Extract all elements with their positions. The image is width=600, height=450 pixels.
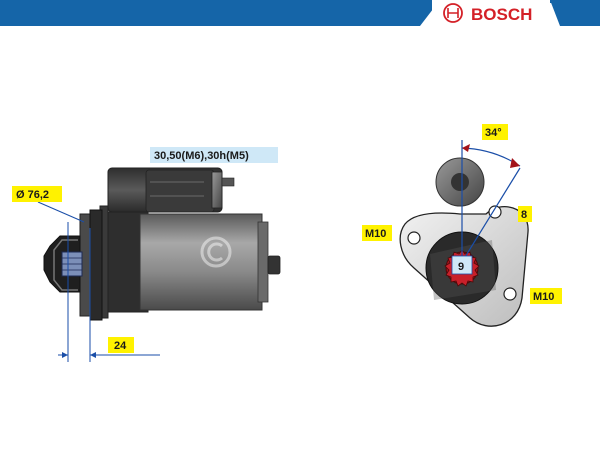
svg-text:30,50(M6),30h(M5): 30,50(M6),30h(M5) [154, 150, 249, 162]
solenoid-cap [211, 171, 223, 209]
mounting-hole-bottom-right [503, 287, 517, 301]
hole-left-label: M10 [362, 225, 392, 241]
front-view: 34° 8 M10 M10 9 [362, 124, 562, 327]
svg-text:Ø 76,2: Ø 76,2 [16, 189, 49, 201]
length-label: 24 [108, 337, 134, 353]
end-shaft [267, 255, 281, 275]
bosch-armature-icon [443, 3, 463, 23]
copyright-icon [200, 236, 232, 268]
mounting-hole-top-right [488, 205, 502, 219]
angle-lines [461, 140, 521, 263]
svg-text:24: 24 [114, 340, 127, 352]
teeth-label: 9 [451, 255, 473, 275]
svg-text:9: 9 [458, 261, 464, 273]
terminal-stud [221, 177, 235, 187]
svg-text:8: 8 [521, 209, 527, 221]
mounting-label: 30,50(M6),30h(M5) [150, 147, 278, 163]
svg-text:34°: 34° [485, 127, 502, 139]
mounting-hole-left [407, 231, 421, 245]
hole-right-label: M10 [530, 288, 562, 304]
diameter-label: Ø 76,2 [12, 186, 62, 202]
svg-text:M10: M10 [533, 291, 554, 303]
angle-label: 34° [482, 124, 508, 140]
bosch-logo: BOSCH [443, 3, 532, 24]
brand-name: BOSCH [471, 5, 532, 24]
svg-text:M10: M10 [365, 228, 386, 240]
dimension-lines [37, 201, 160, 362]
motor-body [139, 213, 263, 311]
side-view: Ø 76,2 30,50(M6),30h(M5) 24 [12, 147, 281, 362]
bolt-size-label: 8 [518, 206, 532, 222]
